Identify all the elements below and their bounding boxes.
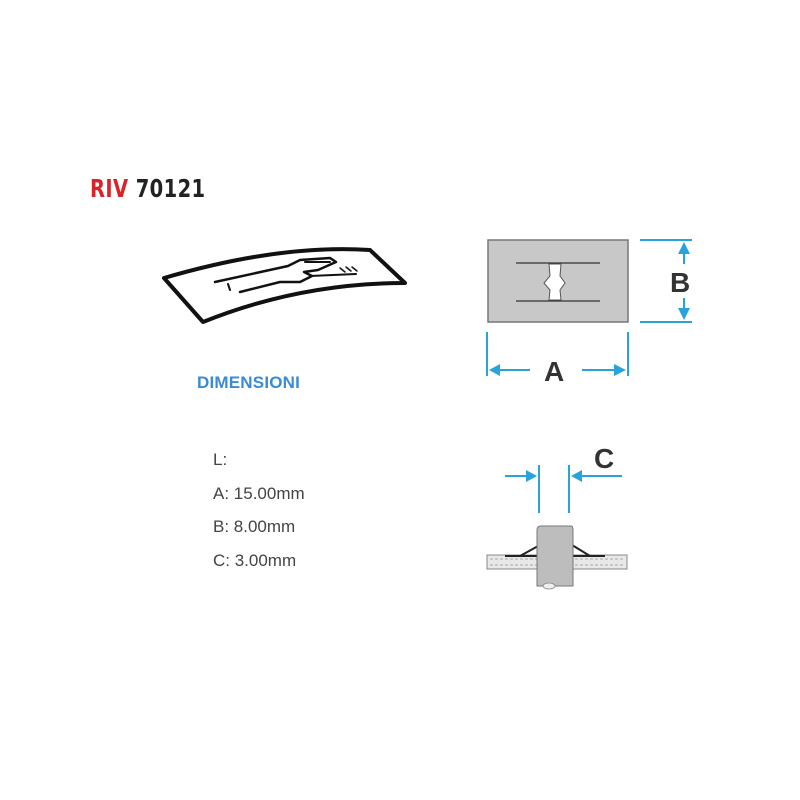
dimension-b-marker — [640, 239, 692, 323]
dimensions-heading: DIMENSIONI — [197, 373, 301, 392]
clip-side-view — [486, 525, 628, 590]
product-code: RIV — [90, 174, 129, 203]
clip-top-view — [487, 239, 629, 323]
dimension-c: C: 3.00mm — [213, 550, 297, 570]
dimension-a-marker — [486, 332, 629, 376]
clip-perspective-sketch — [162, 247, 407, 324]
label-c: C — [594, 443, 614, 474]
product-title: RIV 70121 — [90, 174, 206, 203]
dimension-l: L: — [213, 450, 228, 469]
label-a: A — [544, 356, 564, 387]
dimension-a: A: 15.00mm — [213, 483, 305, 503]
dimension-b: B: 8.00mm — [213, 517, 296, 536]
dimension-c-marker — [505, 465, 622, 513]
label-b: B — [670, 267, 690, 298]
dimensions-list: L: A: 15.00mm B: 8.00mm C: 3.00mm — [213, 450, 305, 584]
product-number: 70121 — [135, 174, 206, 203]
